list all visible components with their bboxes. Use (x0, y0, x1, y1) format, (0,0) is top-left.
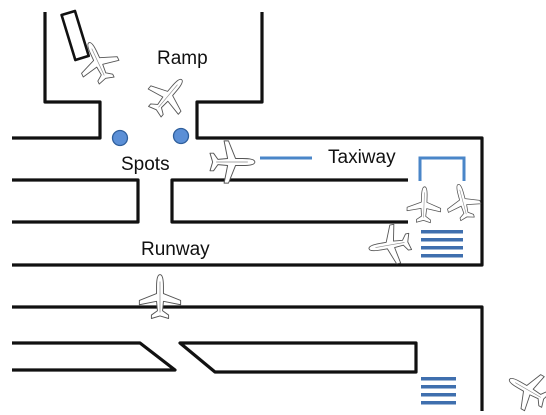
airplane-icon[interactable] (70, 33, 125, 90)
ramp-boundary-right (12, 12, 484, 267)
hold-short-bars-icon (421, 377, 456, 405)
airplane-icon[interactable] (499, 361, 546, 415)
runway-label: Runway (141, 239, 210, 260)
runway-boundary (12, 305, 484, 411)
hold-short-bars-icon (421, 230, 463, 258)
runway-island-left (12, 341, 177, 372)
airplane-icon[interactable] (138, 274, 182, 319)
taxiway-label: Taxiway (328, 147, 396, 168)
taxi-route-branch (418, 156, 466, 181)
ramp-boundary (12, 12, 102, 140)
ramp-label: Ramp (157, 48, 208, 69)
ramp-gate-stand (60, 9, 91, 62)
airplane-icon[interactable] (441, 179, 485, 224)
taxiway-island-right (170, 178, 408, 224)
airplane-icon[interactable] (139, 66, 198, 125)
airplane-icon[interactable] (209, 140, 256, 184)
airplane-icon[interactable] (365, 221, 415, 269)
spots-label: Spots (121, 154, 170, 175)
parking-spot-icon[interactable] (111, 129, 129, 147)
airplane-icon[interactable] (406, 185, 442, 224)
runway-island-right (178, 341, 418, 374)
parking-spot-icon[interactable] (172, 127, 190, 145)
taxiway-island-left (12, 178, 140, 224)
